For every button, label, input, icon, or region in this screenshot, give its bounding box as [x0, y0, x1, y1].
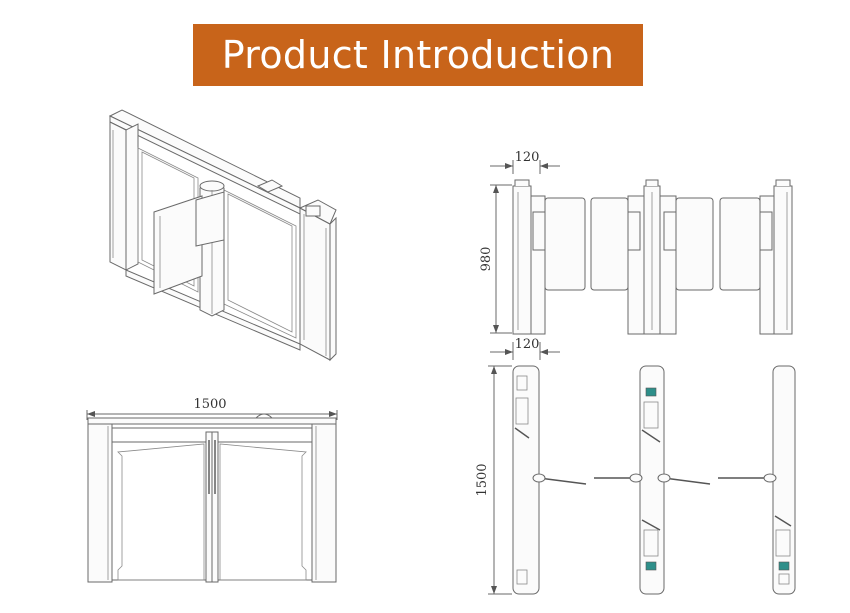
dim-side-height: 980: [479, 247, 494, 272]
title-banner: Product Introduction: [193, 24, 643, 86]
dim-front-width: 1500: [193, 397, 226, 412]
plan-view: 120 1500: [475, 337, 796, 595]
front-elevation: 1500: [86, 397, 338, 583]
isometric-view: [108, 109, 337, 362]
dim-side-depth: 120: [515, 150, 540, 165]
dim-plan-length: 1500: [475, 463, 490, 496]
side-elevation: 120 980: [479, 150, 793, 335]
dim-plan-depth: 120: [515, 337, 540, 352]
page-title: Product Introduction: [221, 33, 615, 77]
